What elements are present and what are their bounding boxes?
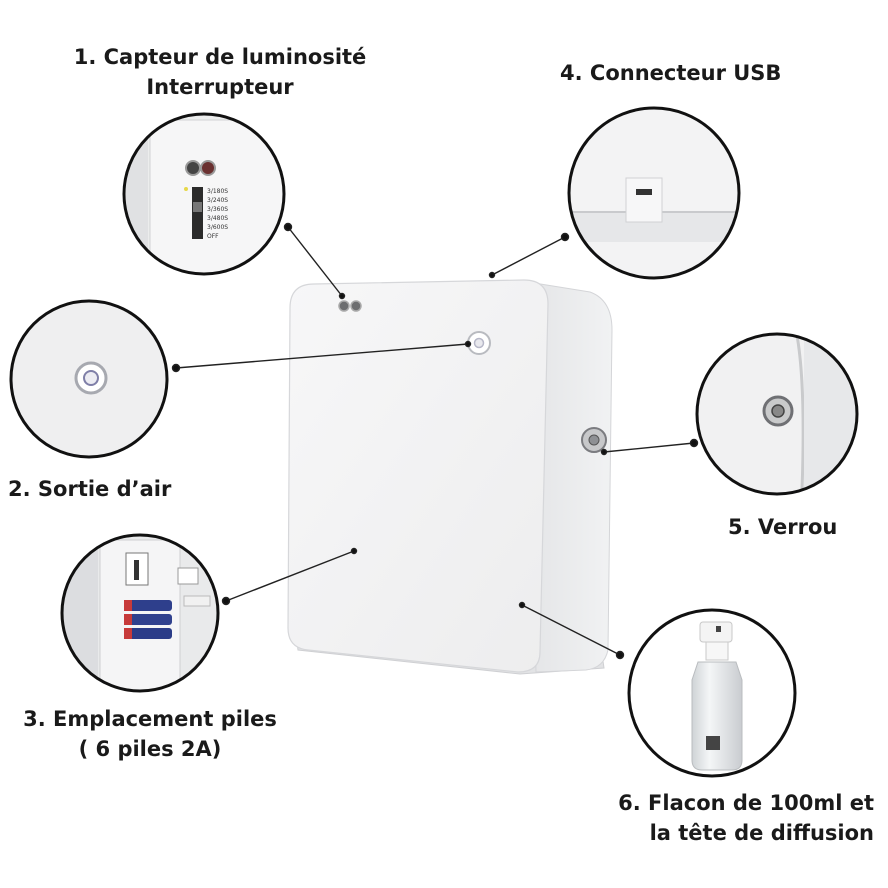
switch-scale-3: 3/360S	[207, 206, 228, 213]
callout-6-line-2: la tête de diffusion	[649, 821, 874, 845]
callout-6-line-1: 6. Flacon de 100ml et	[618, 791, 874, 815]
mode-switch[interactable]	[192, 187, 203, 239]
switch-scale-6: OFF	[207, 233, 219, 240]
detail-usb-connector	[567, 106, 741, 280]
device-front-cover	[287, 279, 549, 673]
callout-label-light-sensor-switch: 1. Capteur de luminosité Interrupteur	[40, 42, 400, 102]
detail-lock	[695, 332, 859, 496]
light-sensor-left	[338, 300, 350, 312]
callout-3-line-1: 3. Emplacement piles	[23, 707, 277, 731]
callout-1-line-2: Interrupteur	[146, 75, 294, 99]
switch-scale-5: 3/600S	[207, 224, 228, 231]
callout-label-air-outlet: 2. Sortie d’air	[8, 474, 171, 504]
switch-scale-2: 3/240S	[207, 197, 228, 204]
switch-scale-4: 3/480S	[207, 215, 228, 222]
callout-label-bottle-diffuser-head: 6. Flacon de 100ml et la tête de diffusi…	[574, 788, 874, 848]
diffuser-device	[287, 279, 613, 675]
callout-label-lock: 5. Verrou	[728, 512, 837, 542]
callout-label-usb-connector: 4. Connecteur USB	[560, 58, 781, 88]
callout-4-line-1: 4. Connecteur USB	[560, 61, 782, 85]
light-sensor-right	[350, 300, 362, 312]
callout-3-line-2: ( 6 piles 2A)	[78, 737, 222, 761]
detail-air-outlet	[9, 299, 169, 459]
detail-bottle-diffuser-head	[627, 608, 797, 778]
callout-1-line-1: 1. Capteur de luminosité	[73, 45, 367, 69]
callout-5-line-1: 5. Verrou	[728, 515, 838, 539]
device-side-panel	[527, 281, 613, 673]
usb-port[interactable]	[636, 189, 652, 195]
detail-light-sensor-switch: 3/180S 3/240S 3/360S 3/480S 3/600S OFF	[122, 112, 286, 276]
detail-battery-slot	[60, 533, 220, 693]
switch-scale-1: 3/180S	[207, 188, 228, 195]
callout-2-line-1: 2. Sortie d’air	[8, 477, 172, 501]
callout-label-battery-slot: 3. Emplacement piles ( 6 piles 2A)	[0, 704, 300, 764]
leader-lines	[171, 222, 699, 660]
